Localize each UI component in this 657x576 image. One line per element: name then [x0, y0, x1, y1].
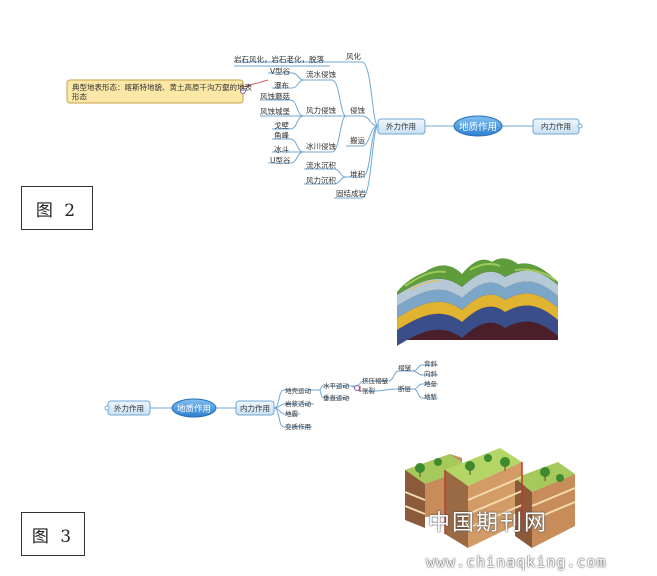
fig2-glacier-item-1: 角峰 — [274, 130, 289, 140]
fig2-wind-item-3: 戈壁 — [274, 120, 289, 130]
fig2-center-label: 地质作用 — [459, 121, 497, 133]
fig2-callout-line-1: 典型地表形态：喀斯特地貌、黄土高原千沟万壑的地表 — [72, 82, 252, 92]
fig2-left-label: 外力作用 — [386, 121, 416, 131]
fig2-callout-handle — [240, 88, 246, 94]
fig3-fold: 挤压褶皱 — [362, 376, 389, 385]
fig3-graben: 地堑 — [424, 392, 438, 401]
watermark-url: www.chinaqking.com — [426, 553, 607, 571]
fig2-erosion: 侵蚀 — [350, 105, 365, 115]
fig3-left-label: 外力作用 — [114, 403, 144, 413]
fig3-fault: 断层 — [398, 384, 412, 393]
fig2-left-box — [377, 118, 426, 135]
folded-strata-illustration — [397, 258, 558, 346]
fig2-callout-line-2: 形态 — [72, 92, 87, 102]
fig2-flow-erosion: 流水侵蚀 — [306, 69, 336, 79]
fig3-horst: 地垒 — [424, 379, 438, 388]
fig2-consolidation: 固结成岩 — [336, 188, 366, 198]
fig3-right-label: 内力作用 — [240, 403, 270, 413]
fig2-glacier-erosion: 冰川侵蚀 — [306, 141, 336, 151]
fig2-wind-item-2: 风蚀城堡 — [260, 106, 290, 116]
fig3-earthquake: 地震 — [285, 409, 299, 418]
fig2-collapse-dot — [577, 123, 583, 129]
watermark-cn: 中国期刊网 — [428, 511, 549, 536]
fig2-deposition-item-2: 风力沉积 — [306, 175, 336, 185]
fig2-right-label: 内力作用 — [541, 121, 571, 131]
fig3-node-handle — [354, 385, 360, 391]
fig3-vertical: 垂直运动 — [323, 393, 350, 402]
fig3-right-box — [235, 400, 275, 416]
fig2-flow-item-1: V型谷 — [270, 67, 291, 76]
fig2-weathering: 风化 — [346, 51, 361, 61]
fig3-metamorphism: 变质作用 — [285, 422, 311, 431]
fig2-glacier-item-3: U型谷 — [270, 156, 291, 165]
fig2-transport: 搬运 — [350, 135, 365, 145]
figure2-label: 图 2 — [21, 186, 93, 230]
fig2-glacier-item-2: 冰斗 — [274, 144, 289, 154]
fig3-center-node — [171, 398, 217, 418]
fig2-deposition: 堆积 — [350, 169, 365, 179]
figure2-mindmap — [234, 61, 533, 199]
fig3-magma: 岩浆活动 — [285, 399, 312, 408]
fig3-horizontal: 水平运动 — [323, 381, 350, 390]
fig3-center-label: 地质作用 — [177, 404, 211, 415]
fig3-stretch: 张裂 — [362, 386, 376, 395]
fig2-center-node — [453, 115, 503, 137]
fig3-crust: 地壳运动 — [285, 386, 312, 395]
fig2-flow-item-2: 瀑布 — [274, 80, 289, 90]
fig2-deposition-item-1: 流水沉积 — [306, 160, 336, 170]
fig3-fold-child: 褶皱 — [398, 363, 412, 372]
fig3-syncline: 向斜 — [424, 369, 438, 378]
fig2-wind-erosion: 风力侵蚀 — [306, 105, 336, 115]
fig3-collapse-dot — [104, 405, 110, 411]
fig3-anticline: 背斜 — [424, 359, 438, 368]
fig2-weathering-detail: 岩石风化，岩石老化，脱落 — [234, 54, 324, 64]
figure3-label: 图 3 — [21, 512, 85, 556]
fig2-wind-item-1: 风蚀蘑菇 — [260, 91, 290, 101]
fault-block-illustration — [404, 448, 576, 548]
